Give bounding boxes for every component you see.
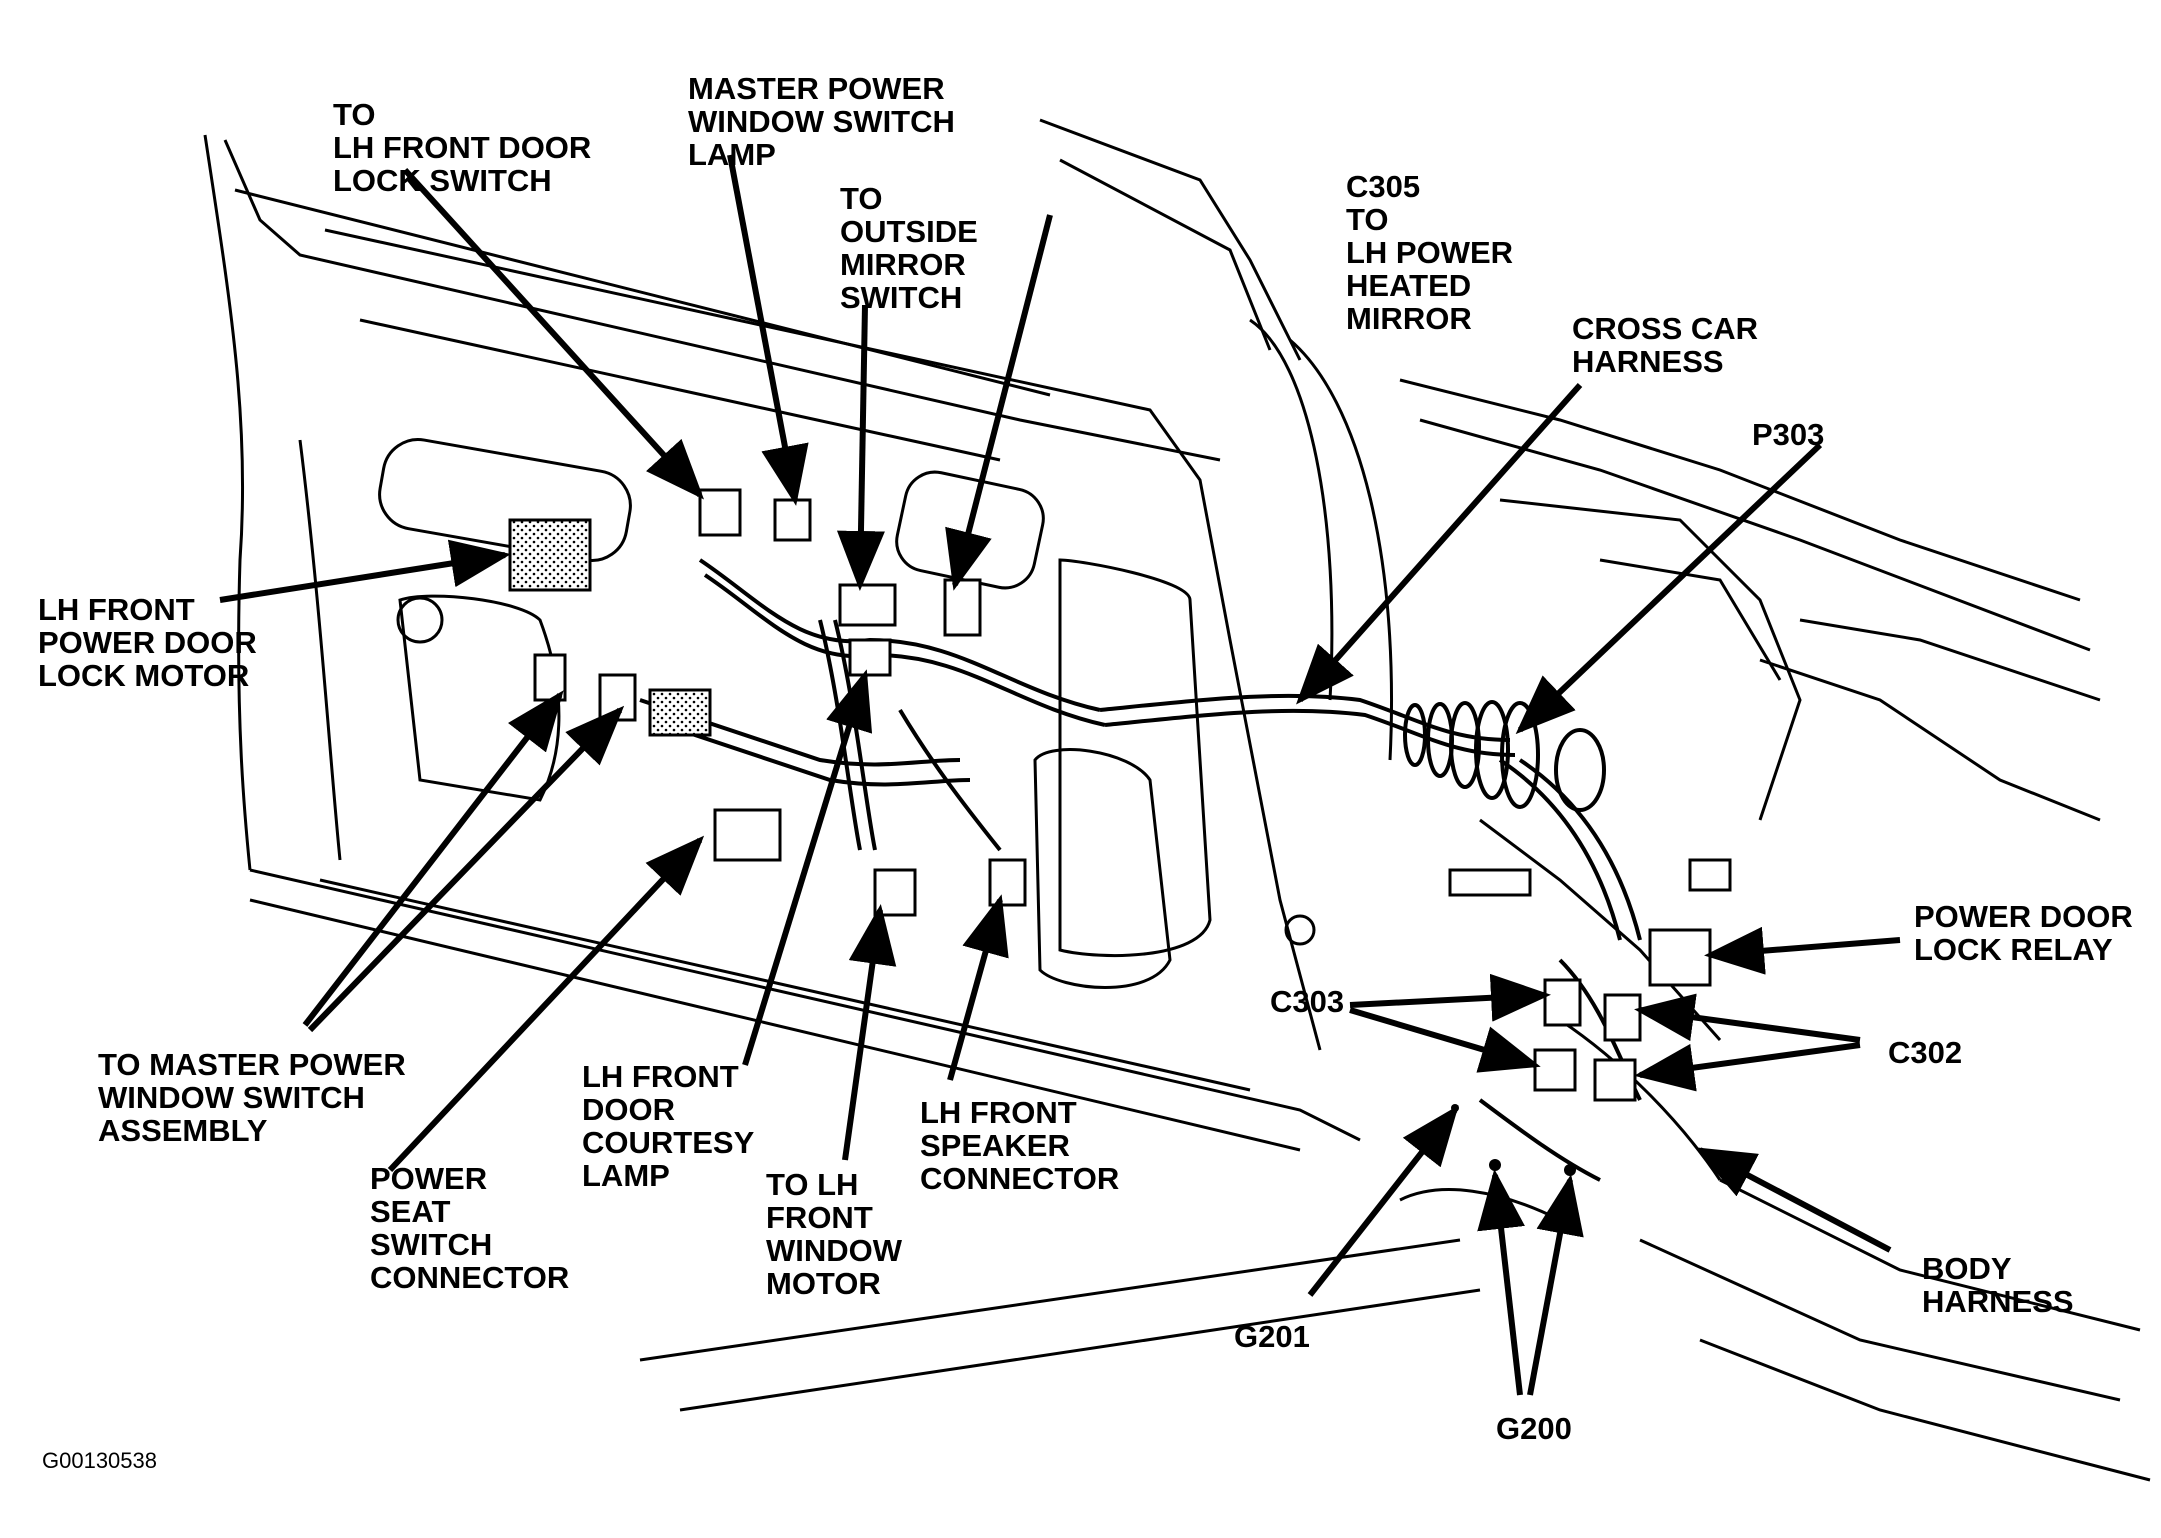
label-line: CROSS CAR (1572, 311, 1759, 346)
label-line: FRONT (766, 1200, 873, 1235)
connectors (508, 488, 1732, 1102)
label-line: SPEAKER (920, 1128, 1070, 1163)
door-shell (203, 118, 1481, 1412)
label-line: OUTSIDE (840, 214, 978, 249)
label-line: C305 (1346, 169, 1421, 204)
label-line: POWER DOOR (1914, 899, 2133, 934)
ground-points (1451, 1104, 1576, 1176)
label-line: SWITCH (370, 1227, 493, 1262)
label-line: POWER (370, 1161, 488, 1196)
label-line: LAMP (582, 1158, 670, 1193)
label-line: C303 (1270, 984, 1345, 1019)
figure-id: G00130538 (42, 1448, 157, 1473)
label-c303: C303 (1270, 985, 1344, 1018)
label-g200: G200 (1496, 1412, 1572, 1445)
label-line: MOTOR (766, 1266, 881, 1301)
label-line: MIRROR (840, 247, 966, 282)
label-line: LOCK SWITCH (333, 163, 552, 198)
label-line: CONNECTOR (920, 1161, 1120, 1196)
label-line: POWER DOOR (38, 625, 257, 660)
label-line: SWITCH (840, 280, 963, 315)
label-line: COURTESY (582, 1125, 755, 1160)
label-line: TO MASTER POWER (98, 1047, 406, 1082)
label-line: TO (1346, 202, 1389, 237)
label-line: CONNECTOR (370, 1260, 570, 1295)
label-line: MASTER POWER (688, 71, 945, 106)
label-line: WINDOW SWITCH (98, 1080, 365, 1115)
label-line: WINDOW SWITCH (688, 104, 955, 139)
label-line: TO (840, 181, 883, 216)
label-line: SEAT (370, 1194, 451, 1229)
label-line: HARNESS (1572, 344, 1724, 379)
label-line: LH POWER (1346, 235, 1514, 270)
label-line: TO (333, 97, 376, 132)
label-line: LAMP (688, 137, 776, 172)
label-line: MIRROR (1346, 301, 1472, 336)
label-line: LH FRONT (920, 1095, 1077, 1130)
leader-arrows (219, 154, 1901, 1396)
label-line: BODY (1922, 1251, 2012, 1286)
label-line: LOCK RELAY (1914, 932, 2113, 967)
door-panel-openings (378, 438, 1316, 989)
label-line: TO LH (766, 1167, 859, 1202)
label-line: G200 (1496, 1411, 1572, 1446)
label-line: C302 (1888, 1035, 1963, 1070)
label-line: HARNESS (1922, 1284, 2074, 1319)
label-line: WINDOW (766, 1233, 903, 1268)
label-line: HEATED (1346, 268, 1472, 303)
label-line: DOOR (582, 1092, 675, 1127)
label-line: LH FRONT (582, 1059, 739, 1094)
label-line: LH FRONT (38, 592, 195, 627)
label-line: G201 (1234, 1319, 1310, 1354)
label-line: LOCK MOTOR (38, 658, 250, 693)
label-line: LH FRONT DOOR (333, 130, 592, 165)
label-line: P303 (1752, 417, 1825, 452)
label-c302: C302 (1888, 1036, 1962, 1069)
label-p303: P303 (1752, 418, 1824, 451)
label-line: ASSEMBLY (98, 1113, 268, 1148)
label-g201: G201 (1234, 1320, 1310, 1353)
